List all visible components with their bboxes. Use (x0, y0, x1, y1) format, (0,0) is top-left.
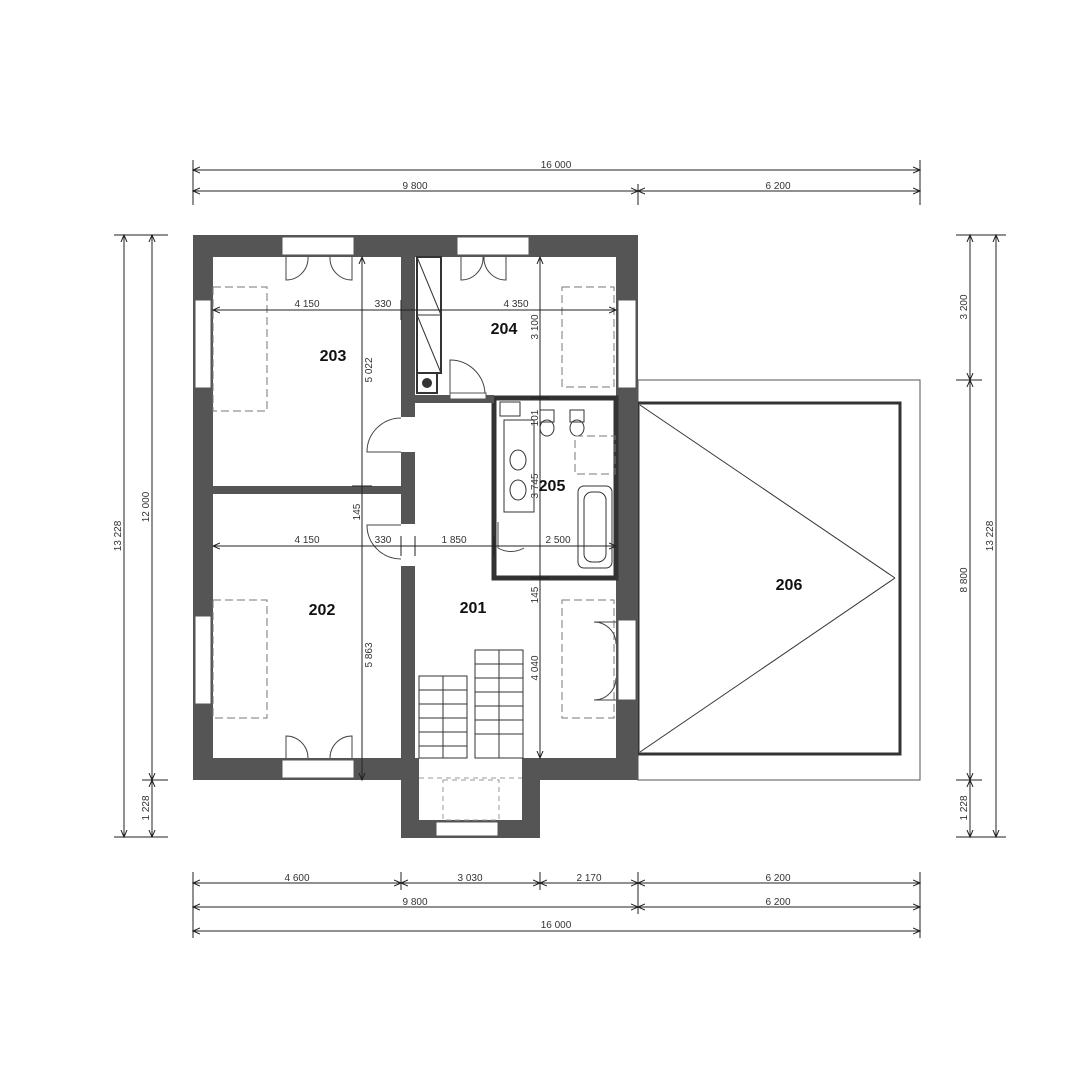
room-labels: 203 204 205 202 201 206 (309, 321, 803, 619)
dim-left-main: 12 000 (141, 491, 152, 522)
room-204-items (415, 256, 615, 403)
room-label-205: 205 (539, 478, 566, 495)
dim-t145b: 145 (530, 586, 541, 603)
dim-bottom-right: 6 200 (765, 897, 790, 908)
dim-w201: 1 850 (441, 535, 466, 546)
dim-bottom-b: 3 030 (457, 873, 482, 884)
room-203-items (212, 256, 402, 453)
room-label-206: 206 (776, 577, 803, 594)
dim-left-total: 13 228 (113, 520, 124, 551)
right-dimensions: 3 200 8 800 1 228 13 228 (956, 235, 1006, 837)
dim-h205: 3 745 (530, 473, 541, 498)
dim-t145a: 145 (352, 503, 363, 520)
dim-gap1: 330 (375, 299, 392, 310)
dim-bottom-a: 4 600 (284, 873, 309, 884)
dim-d101: 101 (530, 409, 541, 426)
dim-gap2: 330 (375, 535, 392, 546)
room-label-204: 204 (491, 321, 518, 338)
dim-h203: 5 022 (364, 357, 375, 382)
dim-left-small: 1 228 (141, 795, 152, 820)
stairs (418, 649, 524, 821)
dim-right-top: 3 200 (959, 294, 970, 319)
dim-right-total: 13 228 (985, 520, 996, 551)
dim-bottom-d: 6 200 (765, 873, 790, 884)
dim-w204: 4 350 (503, 299, 528, 310)
dim-h202: 5 863 (364, 642, 375, 667)
dim-right-small: 1 228 (959, 795, 970, 820)
dim-top-left: 9 800 (402, 181, 427, 192)
inner-dimensions: 4 150 330 4 350 3 100 5 022 145 4 150 33… (213, 257, 616, 780)
dim-h204: 3 100 (530, 314, 541, 339)
dim-bottom-total: 16 000 (541, 920, 572, 931)
left-dimensions: 13 228 12 000 1 228 (113, 235, 168, 837)
room-label-201: 201 (460, 600, 487, 617)
dim-w205: 2 500 (545, 535, 570, 546)
room-label-202: 202 (309, 602, 336, 619)
dim-w202: 4 150 (294, 535, 319, 546)
dim-bottom-c: 2 170 (576, 873, 601, 884)
dim-bottom-left: 9 800 (402, 897, 427, 908)
dim-h201: 4 040 (530, 655, 541, 680)
top-dimensions: 16 000 9 800 6 200 (193, 160, 920, 205)
bottom-dimensions: 4 600 3 030 2 170 6 200 9 800 6 200 16 0… (193, 872, 920, 938)
dim-right-mid: 8 800 (959, 567, 970, 592)
room-201-right-items (561, 599, 617, 719)
dim-top-right: 6 200 (765, 181, 790, 192)
windows (194, 236, 637, 837)
room-202-items (212, 524, 402, 759)
dim-top-total: 16 000 (541, 160, 572, 171)
dim-w203: 4 150 (294, 299, 319, 310)
room-label-203: 203 (320, 348, 347, 365)
